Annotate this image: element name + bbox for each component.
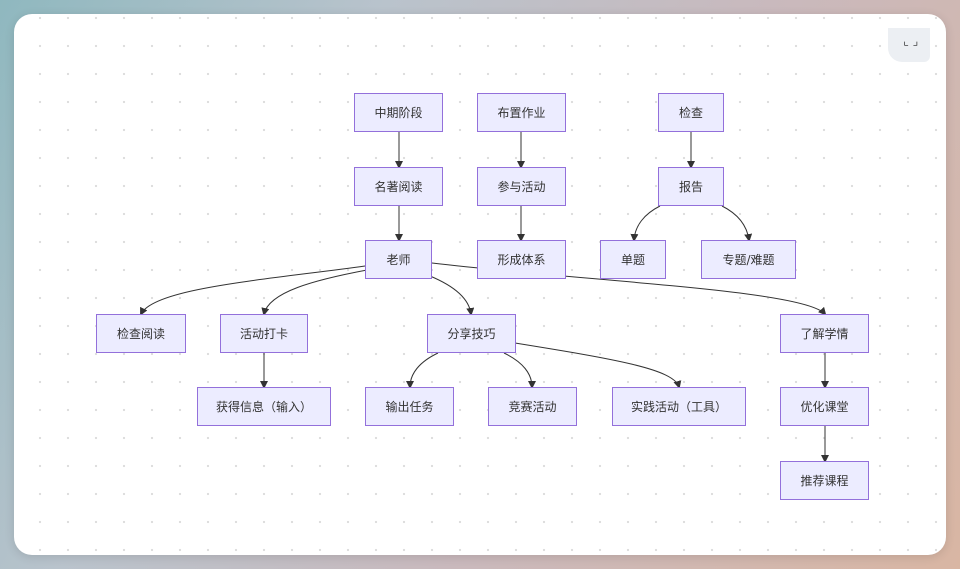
edge-share-to-output <box>406 352 439 389</box>
edge-share-to-practice <box>514 342 682 389</box>
edge-share-to-competition <box>503 352 536 389</box>
edge-teacher-to-activity-checkin <box>261 269 368 316</box>
node-activity-checkin[interactable]: 活动打卡 <box>220 314 308 353</box>
node-competition[interactable]: 竞赛活动 <box>488 387 577 426</box>
edge-teacher-to-check-reading <box>140 265 366 316</box>
node-assign-homework[interactable]: 布置作业 <box>477 93 566 132</box>
edge-report-to-single <box>630 205 661 242</box>
node-get-info[interactable]: 获得信息（输入） <box>197 387 331 426</box>
node-optimize-class[interactable]: 优化课堂 <box>780 387 869 426</box>
node-teacher[interactable]: 老师 <box>365 240 432 279</box>
node-check[interactable]: 检查 <box>658 93 724 132</box>
node-special-difficult[interactable]: 专题/难题 <box>701 240 796 279</box>
node-join-activity[interactable]: 参与活动 <box>477 167 566 206</box>
node-single-topic[interactable]: 单题 <box>600 240 666 279</box>
node-report[interactable]: 报告 <box>658 167 724 206</box>
diagram-canvas: ⌞⌟ 中期阶段 布置作业 检查 名著 <box>14 14 946 555</box>
node-recommend-course[interactable]: 推荐课程 <box>780 461 869 500</box>
node-form-system[interactable]: 形成体系 <box>477 240 566 279</box>
node-understand-learning[interactable]: 了解学情 <box>780 314 869 353</box>
node-mid-stage[interactable]: 中期阶段 <box>354 93 443 132</box>
node-classic-reading[interactable]: 名著阅读 <box>354 167 443 206</box>
fullscreen-icon: ⌞⌟ <box>902 34 921 48</box>
edge-report-to-special <box>721 205 753 242</box>
node-practice-activity[interactable]: 实践活动（工具） <box>612 387 746 426</box>
node-output-task[interactable]: 输出任务 <box>365 387 454 426</box>
fullscreen-button[interactable]: ⌞⌟ <box>888 28 930 62</box>
edge-teacher-to-share-skills <box>429 275 475 316</box>
node-check-reading[interactable]: 检查阅读 <box>96 314 186 353</box>
node-share-skills[interactable]: 分享技巧 <box>427 314 516 353</box>
